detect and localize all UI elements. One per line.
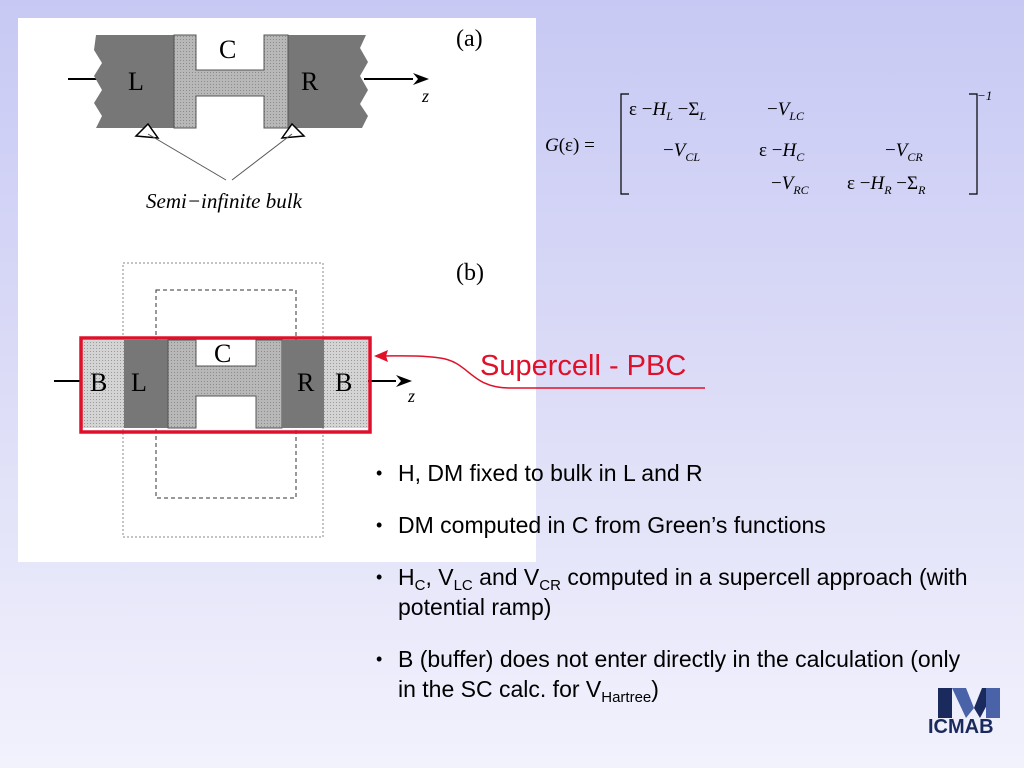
- m11: ε −HL −ΣL: [629, 99, 706, 123]
- bullet-item: •H, DM fixed to bulk in L and R: [376, 460, 703, 486]
- figure-b-right-label: R: [297, 368, 315, 397]
- figure-a-right-label: R: [301, 67, 319, 96]
- icmab-logo-text: ICMAB: [928, 716, 994, 738]
- m23: −VCR: [885, 140, 923, 164]
- device-schematic: (a) L C R z Semi−infinite bulk (b) B L C…: [54, 26, 484, 538]
- m22: ε −HC: [759, 140, 805, 164]
- figure-a-axis-label: z: [421, 86, 429, 106]
- supercell-pointer: [374, 350, 705, 389]
- greens-function-equation: G(ε) = −1 ε −HL −ΣL −VLC −VCL ε −HC −VCR…: [545, 88, 1005, 203]
- m32: −VRC: [771, 173, 810, 197]
- bullet-item: •HC, VLC and VCR computed in a supercell…: [376, 564, 968, 620]
- figure-b-label: (b): [456, 260, 484, 286]
- bullet-item: •DM computed in C from Green’s functions: [376, 512, 826, 538]
- lead-right-block-b: [282, 340, 324, 428]
- figure-b-center-label: C: [214, 339, 231, 368]
- figure-b-left-label: L: [131, 368, 147, 397]
- figure-a-label: (a): [456, 26, 483, 52]
- matrix-exponent: −1: [977, 88, 992, 103]
- lead-right-block: [286, 35, 368, 128]
- buffer-right-block: [324, 340, 368, 428]
- lead-left-block-b: [124, 340, 168, 428]
- supercell-pbc-label: Supercell - PBC: [480, 350, 687, 382]
- m12: −VLC: [767, 99, 805, 123]
- equation-lhs: G(ε) =: [545, 135, 595, 156]
- z-arrow-head-a: [413, 73, 429, 85]
- figure-b-axis-label: z: [407, 386, 415, 406]
- supercell-highlight-box: [79, 336, 372, 434]
- figure-a-center-label: C: [219, 35, 236, 64]
- center-h-block: [173, 34, 289, 129]
- figure-a-left-label: L: [128, 67, 144, 96]
- pointer-arrow-head: [374, 350, 388, 362]
- buffer-left-label: B: [90, 368, 107, 397]
- icmab-logo-icon: [938, 688, 1000, 718]
- buffer-left-block: [82, 340, 124, 428]
- matrix-right-bracket: [969, 93, 978, 195]
- bullet-list: •H, DM fixed to bulk in L and R •DM comp…: [376, 458, 976, 726]
- buffer-right-label: B: [335, 368, 352, 397]
- device-figure: (a) L C R z Semi−infinite bulk (b) B L C…: [18, 18, 536, 562]
- bullet-item: •B (buffer) does not enter directly in t…: [376, 646, 961, 706]
- z-arrow-head-b: [396, 375, 412, 387]
- matrix-left-bracket: [620, 93, 629, 195]
- m33: ε −HR −ΣR: [847, 173, 926, 197]
- semi-infinite-bulk-caption: Semi−infinite bulk: [146, 189, 303, 213]
- lead-left-block: [94, 35, 176, 128]
- m21: −VCL: [663, 140, 700, 164]
